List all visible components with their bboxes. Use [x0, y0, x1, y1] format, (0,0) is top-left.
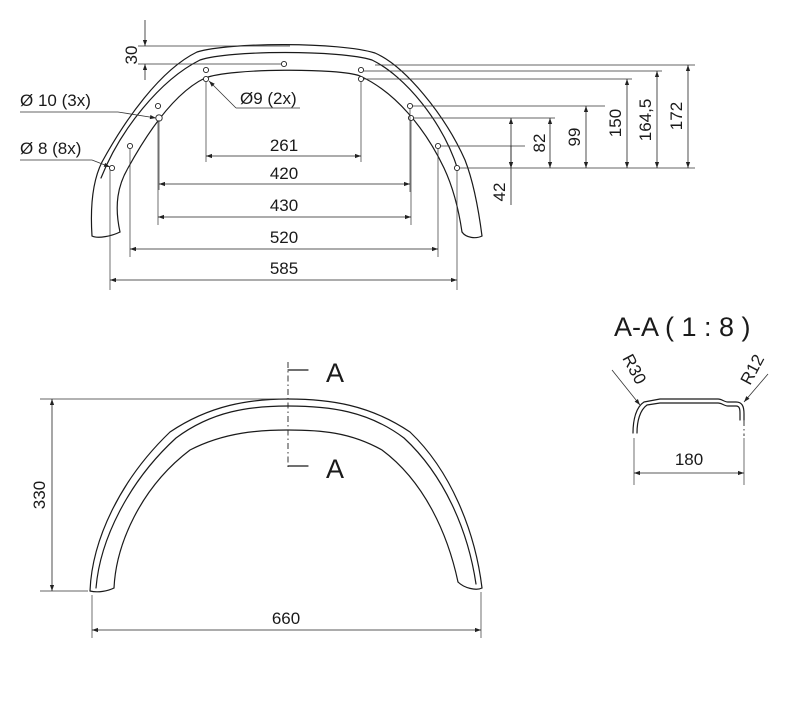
hole-d8-label: Ø 8 (8x) — [20, 139, 81, 158]
dim-660-label: 660 — [272, 609, 300, 628]
section-mark-bottom: A — [326, 454, 344, 484]
dim-585-label: 585 — [270, 259, 298, 278]
section-view: A-A ( 1 : 8 ) R30 R12 180 — [611, 312, 769, 485]
hole — [407, 114, 415, 122]
section-mark-top: A — [326, 358, 344, 388]
dim-42-label: 42 — [490, 183, 509, 202]
r30-label: R30 — [618, 351, 649, 387]
section-profile-inner — [636, 402, 741, 434]
dim-180-label: 180 — [675, 450, 703, 469]
hole — [202, 75, 210, 83]
hole — [434, 142, 442, 150]
vertical-dimensions — [142, 20, 691, 205]
section-title: A-A ( 1 : 8 ) — [614, 312, 751, 342]
dim-30-label: 30 — [122, 46, 141, 65]
hole — [108, 164, 116, 172]
side-right-foot — [457, 581, 483, 590]
hole — [357, 75, 365, 83]
horizontal-dimensions — [110, 153, 457, 283]
hole — [406, 102, 414, 110]
side-left-foot — [89, 587, 115, 593]
r12-label: R12 — [737, 351, 768, 387]
dim-172-label: 172 — [667, 102, 686, 130]
side-view: A A 330 660 — [30, 358, 483, 638]
extension-lines — [109, 45, 695, 290]
hole — [357, 66, 365, 74]
r12-leader — [743, 373, 769, 403]
hole — [202, 66, 210, 74]
side-rim-line — [95, 405, 477, 589]
hole-leaders — [20, 80, 300, 168]
hole — [154, 102, 162, 110]
dim-430-label: 430 — [270, 196, 298, 215]
side-inner-edge — [113, 429, 459, 589]
hole — [280, 60, 288, 68]
dim-82-label: 82 — [530, 134, 549, 153]
dim-164-5-label: 164,5 — [636, 99, 655, 142]
hole — [453, 164, 461, 172]
dim-330-label: 330 — [30, 481, 49, 509]
fender-inner-edge — [116, 69, 463, 233]
hole — [126, 142, 134, 150]
fender-right-foot — [461, 231, 483, 239]
fender-left-foot — [91, 231, 121, 238]
top-view: 261 420 430 520 585 172 164,5 150 99 82 … — [20, 20, 695, 290]
fender-outer-edge — [90, 44, 483, 237]
hole-d10-label: Ø 10 (3x) — [20, 91, 91, 110]
hole-d9-label: Ø9 (2x) — [240, 89, 297, 108]
dim-150-label: 150 — [606, 109, 625, 137]
dim-99-label: 99 — [565, 128, 584, 147]
dim-261-label: 261 — [270, 136, 298, 155]
fender-rim-line — [100, 51, 459, 179]
dim-420-label: 420 — [270, 164, 298, 183]
r30-leader — [611, 369, 641, 406]
dim-520-label: 520 — [270, 228, 298, 247]
section-profile — [632, 398, 745, 434]
